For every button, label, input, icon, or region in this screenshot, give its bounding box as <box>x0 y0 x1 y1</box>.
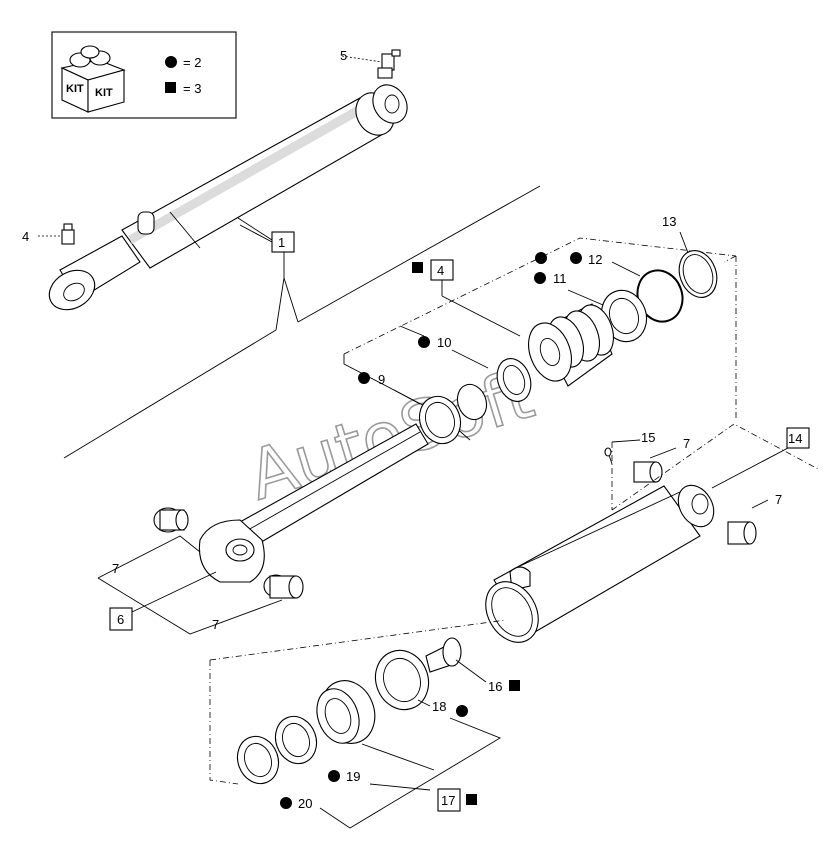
callout-15: 15 <box>641 430 655 445</box>
callout-7c: 7 <box>683 436 690 451</box>
bushing-7-upper <box>633 461 663 483</box>
circle-legend-label: = 2 <box>183 55 201 70</box>
callout-box-17 <box>437 788 461 812</box>
callout-16: 16 <box>488 679 502 694</box>
callout-17: 17 <box>441 793 455 808</box>
square-marker-16 <box>509 680 520 691</box>
callout-box-14 <box>786 427 810 449</box>
ring-20 <box>236 735 280 785</box>
callout-14: 14 <box>788 431 802 446</box>
gland-17 <box>316 680 376 744</box>
cylinder-barrel <box>485 484 715 643</box>
seal-10 <box>496 358 532 402</box>
circle-marker-19 <box>328 770 340 782</box>
callout-20: 20 <box>298 796 312 811</box>
piston-rod <box>198 423 429 583</box>
snap-ring-13 <box>678 250 718 298</box>
kit-text-left: KIT <box>66 83 84 95</box>
callout-18: 18 <box>432 699 446 714</box>
square-marker-4 <box>412 262 423 273</box>
callout-6: 6 <box>117 612 124 627</box>
circle-marker-18 <box>456 705 468 717</box>
circle-marker-12b <box>570 252 582 264</box>
circle-marker-12 <box>535 252 547 264</box>
circle-marker-11 <box>534 272 546 284</box>
bushing-7-right <box>263 574 304 599</box>
callout-13: 13 <box>662 214 676 229</box>
callout-19: 19 <box>346 769 360 784</box>
callout-7b: 7 <box>212 617 219 632</box>
callout-1: 1 <box>278 235 285 250</box>
piston-head <box>528 303 615 387</box>
seal-19 <box>274 715 318 765</box>
kit-legend: KIT KIT = 2 = 3 <box>51 31 237 119</box>
ring-9 <box>418 383 488 445</box>
callout-7a: 7 <box>112 561 119 576</box>
square-legend-label: = 3 <box>183 81 201 96</box>
assembled-cylinder <box>48 84 408 311</box>
callout-box-6 <box>109 607 133 631</box>
grease-fitting-4 <box>61 223 75 245</box>
circle-marker-20 <box>280 797 292 809</box>
circle-symbol-icon <box>165 56 177 68</box>
pin-15 <box>604 447 613 465</box>
square-marker-17 <box>466 794 477 805</box>
callout-7d: 7 <box>775 492 782 507</box>
kit-text-right: KIT <box>95 87 113 99</box>
callout-12: 12 <box>588 252 602 267</box>
square-symbol-icon <box>165 82 176 93</box>
callout-box-1 <box>271 231 295 253</box>
callout-9: 9 <box>378 372 385 387</box>
circle-marker-10 <box>418 336 430 348</box>
bushing-7-left <box>153 507 189 533</box>
callout-10: 10 <box>437 335 451 350</box>
callout-4-box: 4 <box>437 263 444 278</box>
callout-4: 4 <box>22 229 29 244</box>
ring-18 <box>374 649 430 711</box>
kit-box-icon: KIT KIT <box>60 45 126 113</box>
callout-5: 5 <box>340 48 347 63</box>
grease-fitting-5 <box>377 49 401 79</box>
bushing-7-lower <box>727 521 757 545</box>
callout-11: 11 <box>553 271 567 286</box>
bolt-16 <box>425 637 462 673</box>
circle-marker-9 <box>358 372 370 384</box>
